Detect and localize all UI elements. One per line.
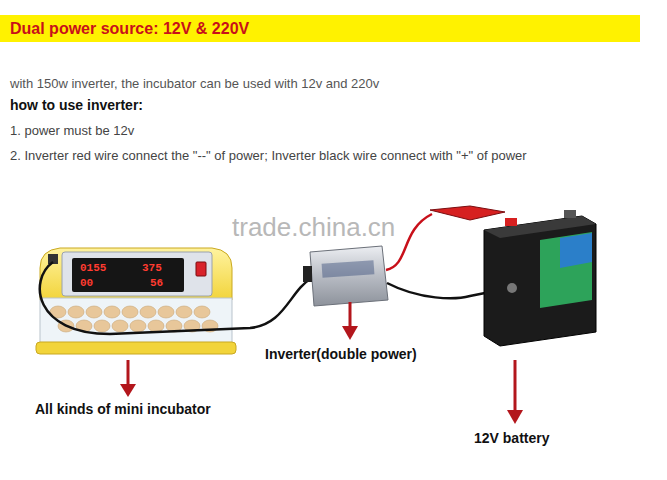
- note-heading: how to use inverter:: [10, 97, 143, 114]
- part-label: Inverter(double power): [265, 346, 417, 363]
- black-wire: [387, 283, 500, 298]
- display-digits: 0155: [80, 262, 106, 275]
- title-band: Dual power source: 12V & 220V: [0, 15, 640, 42]
- battery: [484, 210, 596, 346]
- note-step: 2. Inverter red wire connect the "--" of…: [10, 148, 527, 164]
- watermark: trade.china.cn: [232, 212, 395, 243]
- part-label: All kinds of mini incubator: [35, 401, 211, 418]
- power-cord: [40, 262, 312, 334]
- inverter: [303, 246, 388, 306]
- incubator: [36, 248, 236, 354]
- note-step: 1. power must be 12v: [10, 123, 134, 139]
- display-digits: 56: [150, 277, 163, 290]
- note-text: with 150w inverter, the incubator can be…: [10, 76, 379, 92]
- part-label: 12V battery: [474, 430, 549, 447]
- display-digits: 375: [142, 262, 162, 275]
- display-digits: 00: [80, 277, 93, 290]
